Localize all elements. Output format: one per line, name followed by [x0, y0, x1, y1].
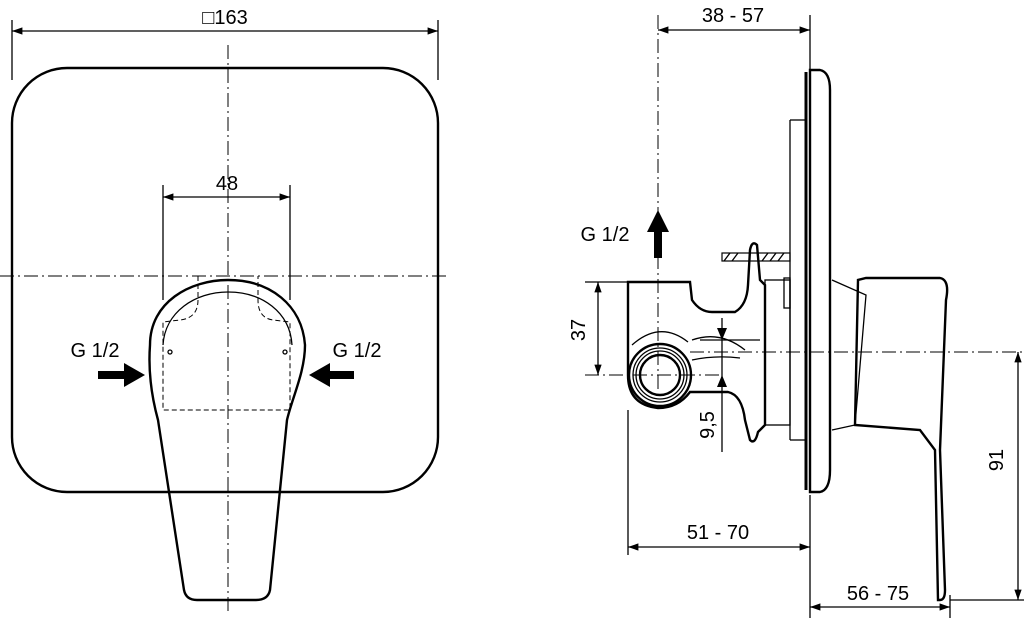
arrow-right-icon [98, 363, 145, 387]
lever-handle [148, 278, 307, 602]
side-view: 38 - 57 G 1/2 37 9,5 51 - 70 91 56 - 75 [568, 5, 1024, 618]
dimension-9-5: 9,5 [697, 411, 719, 439]
label-inlet-right: G 1/2 [333, 340, 382, 362]
arrow-left-icon [309, 363, 354, 387]
dimension-body-depth: 51 - 70 [687, 522, 749, 544]
dimension-wall-depth: 38 - 57 [702, 5, 764, 27]
valve-body [626, 242, 767, 443]
dimension-91: 91 [986, 449, 1008, 471]
mounting-screw [721, 252, 791, 262]
label-inlet-left: G 1/2 [71, 340, 120, 362]
cover-plate [10, 66, 440, 494]
dimension-lever-projection: 56 - 75 [847, 583, 909, 605]
label-outlet: G 1/2 [581, 224, 630, 246]
front-view: □163 48 G 1/2 G 1/2 [0, 7, 450, 612]
lever-side [853, 276, 949, 602]
wall-plate [808, 68, 832, 494]
dimension-lever-width: 48 [216, 173, 238, 195]
dimension-plate-size: □163 [202, 7, 247, 29]
arrow-up-icon [647, 210, 669, 258]
dimension-37: 37 [568, 319, 590, 341]
